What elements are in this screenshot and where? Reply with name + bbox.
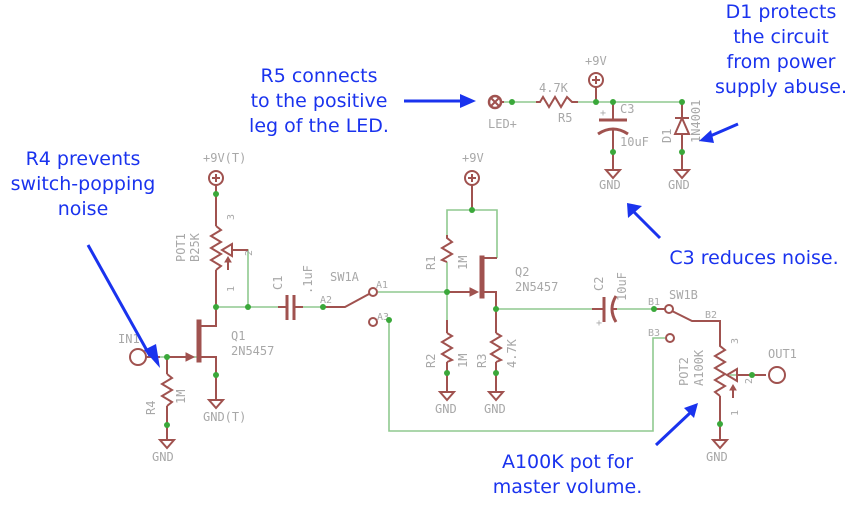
ground-icon	[437, 391, 457, 402]
svg-text:Q1: Q1	[231, 329, 245, 343]
svg-text:3: 3	[226, 214, 237, 220]
svg-text:POT2: POT2	[677, 357, 691, 386]
resistor-r1: R1 1M	[424, 235, 470, 270]
annotation-r4: R4 prevents switch-popping noise	[10, 148, 156, 220]
svg-text:2: 2	[244, 250, 255, 256]
junctions	[164, 99, 755, 428]
in1-label: IN1	[118, 332, 140, 346]
svg-text:R3: R3	[475, 354, 489, 368]
svg-text:1: 1	[226, 286, 237, 292]
svg-text:1: 1	[730, 410, 741, 416]
svg-text:GND: GND	[484, 402, 506, 416]
svg-text:3: 3	[730, 338, 741, 344]
svg-text:A3: A3	[377, 312, 389, 323]
svg-text:2: 2	[744, 378, 755, 384]
annotation-c3: C3 reduces noise.	[669, 247, 839, 269]
ground-icon	[486, 391, 506, 402]
annotation-d1: D1 protects the circuit from power suppl…	[715, 1, 847, 98]
arrow-r5-note	[404, 94, 476, 108]
svg-text:1N4001: 1N4001	[689, 100, 703, 143]
resistor-r5: 4.7K R5	[536, 81, 578, 125]
led-connector: LED+	[487, 94, 517, 131]
annotation-arrows	[86, 94, 739, 447]
svg-text:10uF: 10uF	[620, 135, 649, 149]
capacitor-c1: C1 .1uF	[271, 265, 315, 320]
svg-text:B25K: B25K	[188, 232, 202, 262]
svg-text:C3: C3	[620, 102, 634, 116]
svg-text:4.7K: 4.7K	[505, 338, 519, 368]
svg-text:1M: 1M	[456, 354, 470, 368]
svg-text:LED+: LED+	[488, 117, 517, 131]
svg-text:A1: A1	[376, 280, 388, 291]
supply-9v-q2: +9V	[462, 151, 484, 210]
jfet-q1: Q1 2N5457 GND(T)	[168, 307, 274, 424]
capacitor-c3: + C3 10uF GND	[597, 102, 649, 192]
ground-icon	[206, 399, 226, 410]
svg-text:+: +	[600, 108, 606, 119]
svg-text:C2: C2	[592, 277, 606, 291]
arrow-c3-note	[627, 203, 662, 240]
ground-icon	[603, 169, 623, 180]
svg-text:GND(T): GND(T)	[203, 410, 246, 424]
svg-text:1M: 1M	[174, 390, 188, 404]
svg-text:+9V: +9V	[585, 54, 607, 68]
svg-text:GND: GND	[706, 450, 728, 464]
resistor-r4: R4 1M GND	[144, 357, 188, 464]
svg-text:R2: R2	[424, 354, 438, 368]
svg-text:R4: R4	[144, 401, 158, 415]
arrow-d1-note	[699, 122, 739, 143]
svg-text:A100K: A100K	[692, 349, 706, 386]
svg-text:B3: B3	[648, 328, 660, 339]
potentiometer-pot1: +9V(T) POT1 B25K 3 2 1	[174, 151, 255, 307]
ground-icon	[710, 439, 730, 450]
resistor-r3: R3 4.7K GND	[475, 309, 519, 416]
svg-text:1M: 1M	[456, 256, 470, 270]
svg-text:B2: B2	[705, 310, 717, 321]
svg-text:R5: R5	[558, 111, 572, 125]
svg-text:SW1B: SW1B	[669, 288, 698, 302]
svg-text:GND: GND	[668, 178, 690, 192]
svg-text:OUT1: OUT1	[768, 347, 797, 361]
svg-text:GND: GND	[435, 402, 457, 416]
svg-text:GND: GND	[152, 450, 174, 464]
annotation-r5: R5 connects to the positive leg of the L…	[249, 65, 389, 137]
svg-text:2N5457: 2N5457	[231, 344, 274, 358]
svg-text:+: +	[596, 318, 602, 329]
svg-text:GND: GND	[599, 178, 621, 192]
svg-text:R1: R1	[424, 256, 438, 270]
svg-text:B1: B1	[648, 297, 660, 308]
supply-9v-led: +9V	[585, 54, 607, 102]
diode-d1: D1 1N4001 GND	[660, 100, 703, 192]
switch-sw1b: SW1B B1 B2 B3	[648, 288, 721, 343]
svg-text:A2: A2	[320, 295, 332, 306]
svg-text:POT1: POT1	[174, 233, 188, 262]
capacitor-c2: + C2 10uF	[592, 272, 629, 329]
ground-icon	[157, 439, 177, 450]
arrow-pot2-note	[654, 403, 698, 447]
svg-text:10uF: 10uF	[615, 272, 629, 301]
output-jack-out1: OUT1	[768, 347, 797, 384]
jfet-q2: Q2 2N5457	[447, 255, 558, 309]
svg-text:SW1A: SW1A	[330, 270, 360, 284]
annotation-pot2: A100K pot for master volume.	[492, 451, 643, 498]
arrow-r4-note	[86, 244, 160, 368]
ground-icon	[672, 169, 692, 180]
svg-text:2N5457: 2N5457	[515, 280, 558, 294]
resistor-r2: R2 1M GND	[424, 320, 470, 416]
svg-text:+9V(T): +9V(T)	[203, 151, 246, 165]
svg-text:.1uF: .1uF	[301, 265, 315, 294]
switch-sw1a: SW1A A1 A2 A3	[320, 270, 389, 327]
svg-text:D1: D1	[660, 129, 674, 143]
potentiometer-pot2: POT2 A100K 3 2 1 GND	[677, 337, 766, 464]
svg-text:C1: C1	[271, 276, 285, 290]
svg-text:Q2: Q2	[515, 265, 529, 279]
svg-text:+9V: +9V	[462, 151, 484, 165]
svg-text:4.7K: 4.7K	[539, 81, 569, 95]
